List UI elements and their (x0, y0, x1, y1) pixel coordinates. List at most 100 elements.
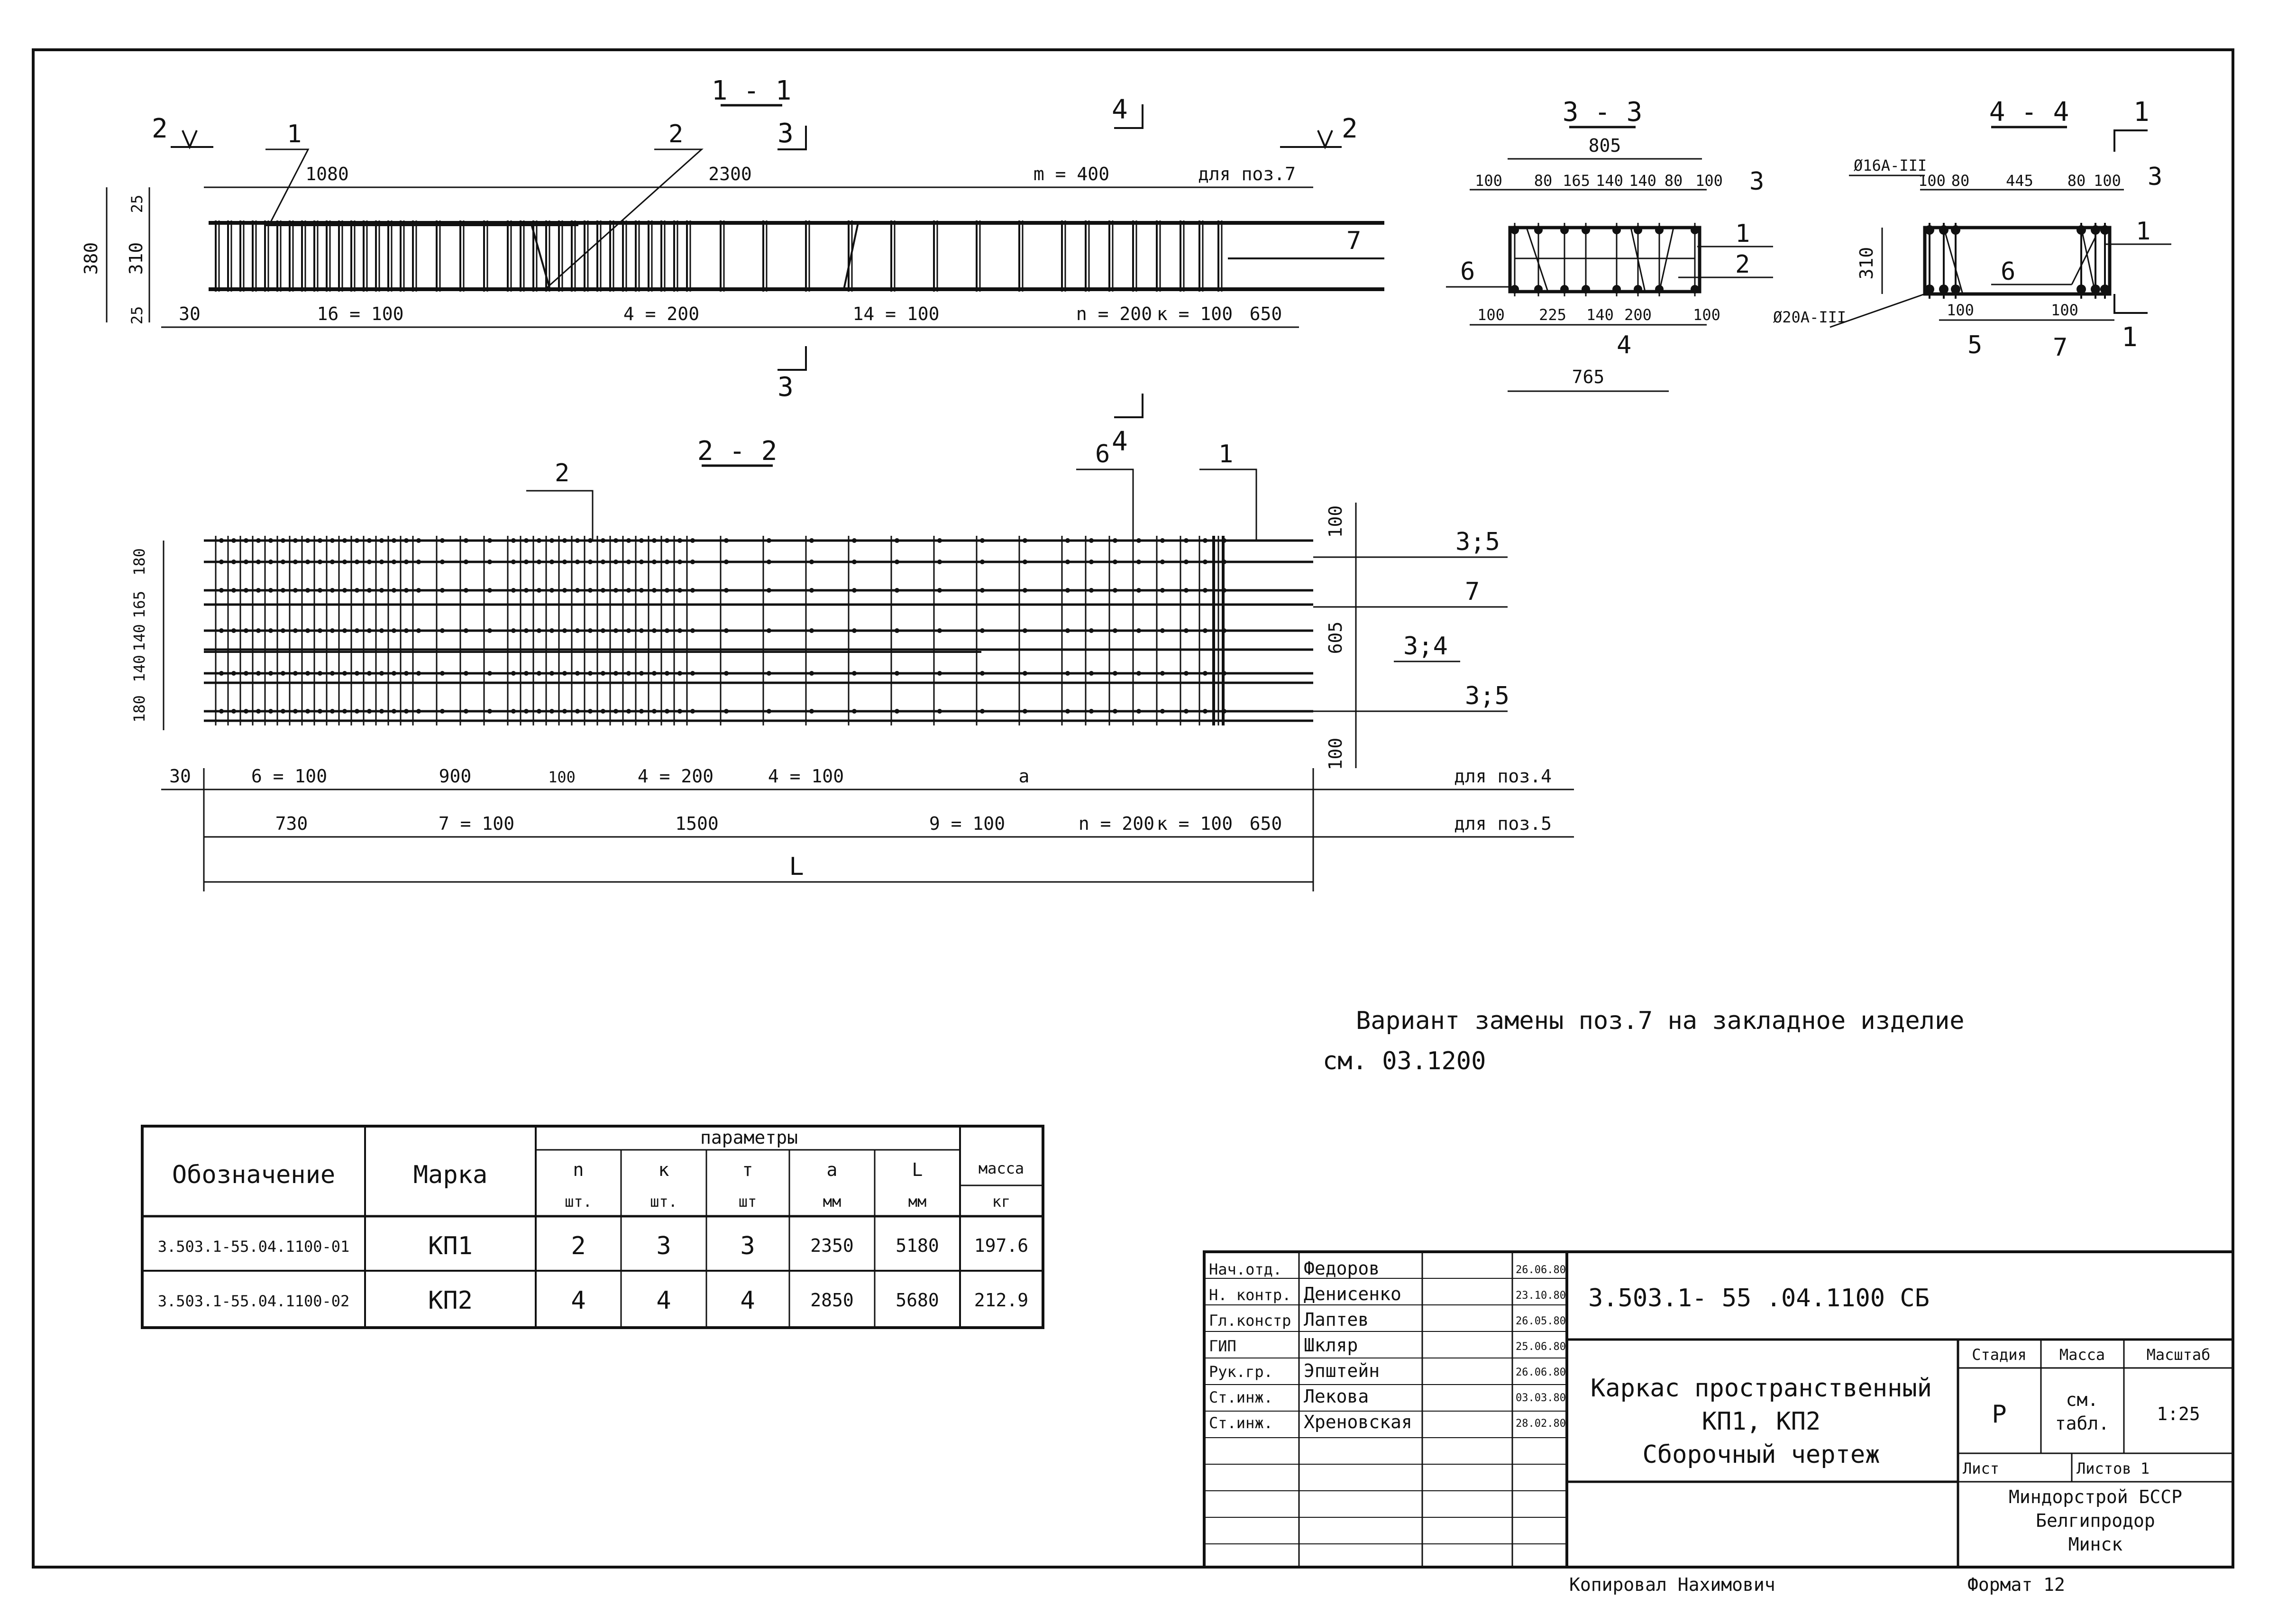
pos-7-label-44: 7 (2053, 333, 2067, 362)
weld-dot (231, 671, 236, 676)
weld-dot (330, 628, 335, 633)
weld-dot (342, 671, 347, 676)
d33-100a: 100 (1475, 172, 1502, 190)
weld-dot (342, 628, 347, 633)
d33-140a: 140 (1596, 172, 1623, 190)
th-L-unit: мм (908, 1193, 927, 1211)
weld-dot (1160, 588, 1165, 593)
d22r-605: 605 (1325, 622, 1346, 654)
weld-dot (244, 709, 248, 714)
weld-dot (690, 709, 695, 714)
weld-dot (626, 628, 631, 633)
weld-dot (392, 538, 396, 543)
weld-dot (367, 709, 372, 714)
weld-dot (937, 588, 942, 593)
weld-dot (626, 588, 631, 593)
th-t-unit: шт (739, 1193, 757, 1211)
weld-dot (342, 538, 347, 543)
weld-dot (524, 588, 529, 593)
weld-dot (379, 671, 384, 676)
weld-dot (588, 628, 593, 633)
d33-100b: 100 (1695, 172, 1723, 190)
rl-3-5-bottom: 3;5 (1465, 682, 1509, 710)
row1-designation: 3.503.1-55.04.1100-01 (158, 1238, 350, 1256)
weld-dot (549, 709, 554, 714)
weld-dot (895, 560, 899, 564)
weld-dot (355, 709, 359, 714)
row1-n: 2 (571, 1232, 585, 1260)
weld-dot (1089, 671, 1094, 676)
weld-dot (342, 588, 347, 593)
weld-dot (575, 538, 580, 543)
section-4-4-body (1923, 226, 2112, 296)
d33-140b: 140 (1629, 172, 1656, 190)
weld-dot (767, 628, 771, 633)
weld-dot (416, 709, 421, 714)
bar-section-3-3 (1582, 285, 1590, 294)
weld-dot (524, 671, 529, 676)
weld-dot (464, 560, 468, 564)
weld-dot (1160, 538, 1165, 543)
weld-dot (392, 671, 396, 676)
title-block-people: Нач.отд. Федоров 26.06.80 Н. контр. Дени… (1209, 1258, 1566, 1432)
d44-80a: 80 (1951, 172, 1970, 190)
weld-dot (1136, 628, 1141, 633)
weld-dot (639, 588, 644, 593)
weld-dot (626, 671, 631, 676)
weld-dot (895, 538, 899, 543)
weld-dot (318, 560, 322, 564)
weld-dot (404, 628, 409, 633)
weld-dot (511, 628, 516, 633)
weld-dot (537, 671, 541, 676)
weld-dot (367, 538, 372, 543)
title-line1: Каркас пространственный (1591, 1374, 1932, 1403)
note-line2: см. 03.1200 (1323, 1047, 1486, 1075)
weld-dot (852, 671, 857, 676)
weld-dot (1113, 560, 1117, 564)
weld-dot (852, 538, 857, 543)
weld-dot (562, 671, 567, 676)
date-5: 03.03.80 (1516, 1392, 1566, 1404)
dim-k-100: к = 100 (1157, 303, 1233, 324)
weld-dot (231, 588, 236, 593)
bar-section-3-3 (1634, 226, 1642, 234)
view-2-2-grid (204, 536, 1313, 725)
weld-dot (379, 588, 384, 593)
params-table: Обозначение Марка параметры масса кг n ш… (141, 1125, 1044, 1329)
weld-dot (392, 588, 396, 593)
weld-dot (652, 560, 657, 564)
rl-7: 7 (1465, 578, 1480, 606)
row1-L: 5180 (896, 1235, 939, 1256)
weld-dot (1023, 588, 1027, 593)
bar-section-4-4 (1925, 225, 1934, 235)
weld-dot (677, 671, 682, 676)
dim-total-L: L (789, 853, 804, 881)
weld-dot (665, 709, 669, 714)
role-5: Ст.инж. (1209, 1388, 1273, 1406)
weld-dot (1184, 671, 1189, 676)
weld-dot (937, 709, 942, 714)
bar-section-3-3 (1560, 226, 1569, 234)
role-0: Нач.отд. (1209, 1260, 1282, 1278)
weld-dot (487, 628, 492, 633)
weld-dot (639, 538, 644, 543)
weld-dot (1160, 671, 1165, 676)
weld-dot (677, 538, 682, 543)
th-a: а (827, 1159, 838, 1180)
footer-format: Формат 12 (1967, 1574, 2065, 1595)
weld-dot (639, 671, 644, 676)
weld-dot (575, 671, 580, 676)
weld-dot (281, 671, 285, 676)
weld-dot (404, 671, 409, 676)
weld-dot (379, 709, 384, 714)
d22r2-730: 730 (275, 813, 308, 834)
weld-dot (440, 628, 445, 633)
weld-dot (601, 709, 605, 714)
weld-dot (511, 588, 516, 593)
mass-value-1: см. (2066, 1389, 2099, 1410)
weld-dot (440, 709, 445, 714)
rl-3-4: 3;4 (1403, 632, 1448, 661)
weld-dot (809, 538, 814, 543)
weld-dot (575, 709, 580, 714)
row2-mark: КП2 (428, 1286, 473, 1315)
